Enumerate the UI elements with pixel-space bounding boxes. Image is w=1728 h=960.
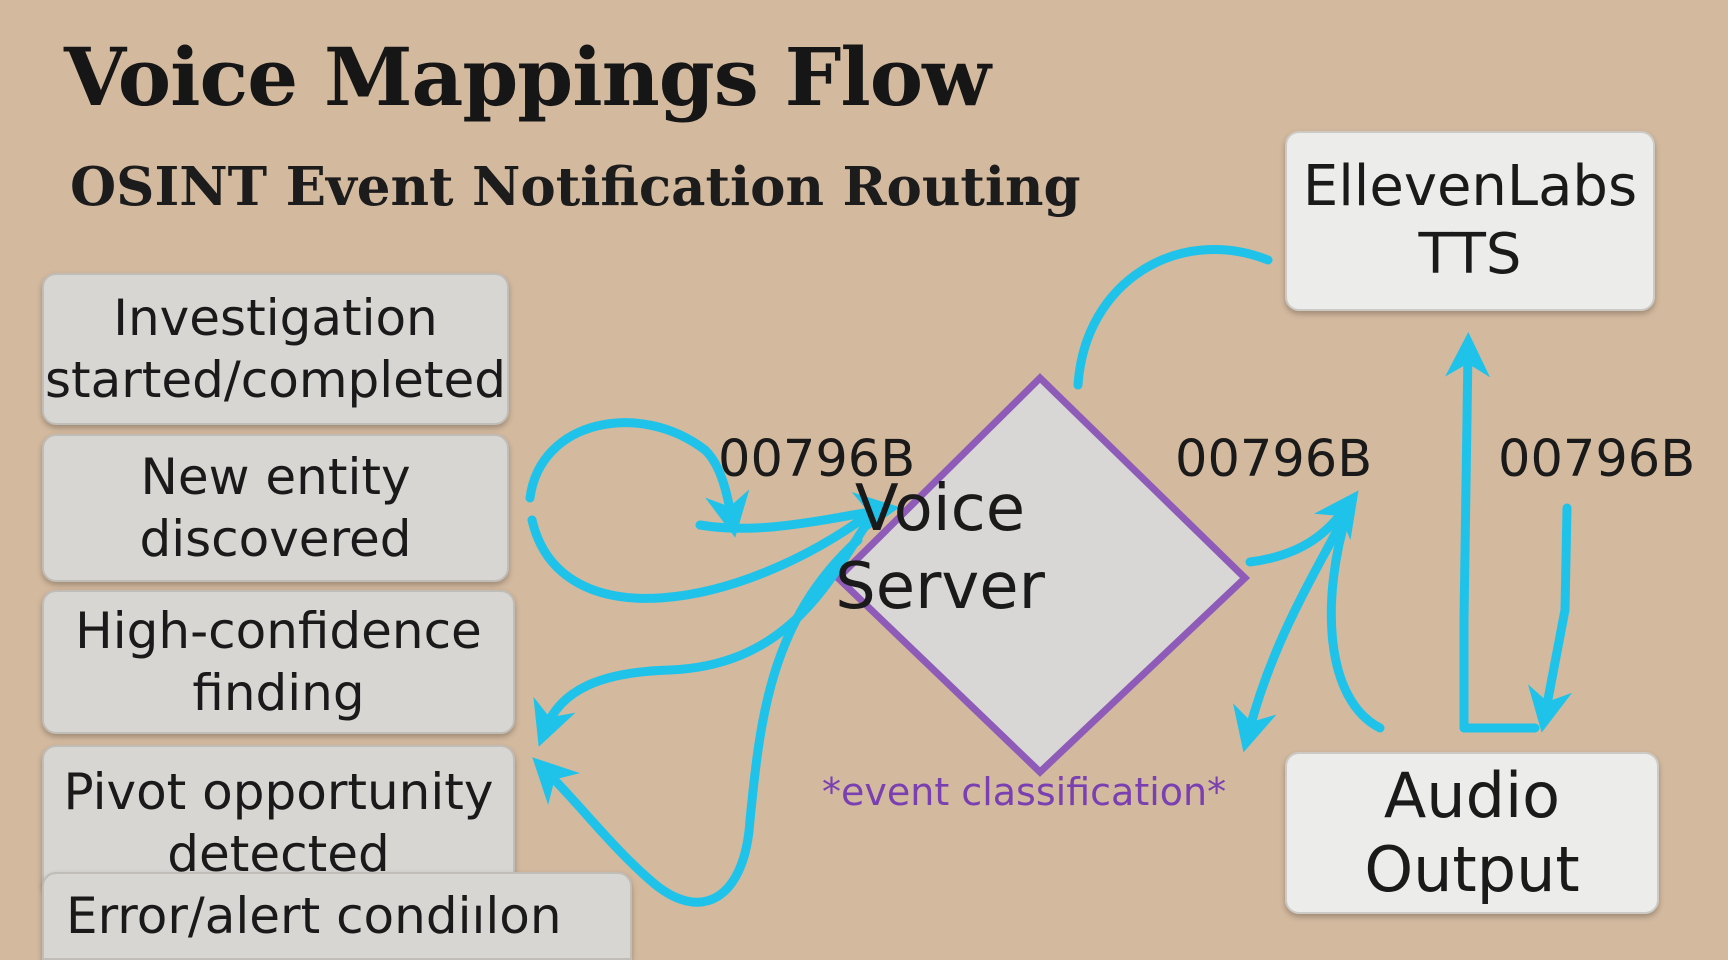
event-box-error: Error/alert condiılon [42, 872, 632, 960]
event-to-server-arrow-2 [695, 492, 900, 537]
event-loop-arrow [525, 418, 750, 538]
page-subtitle: OSINT Event Notification Routing [70, 156, 1081, 218]
audio-label-line2: Output [1364, 833, 1580, 906]
server-to-tts-arrow [1073, 245, 1273, 390]
event-label-line2: started/completed [44, 351, 507, 409]
audio-to-tts-arrow [1445, 332, 1491, 733]
event-classification-annotation: *event classification* [822, 770, 1227, 814]
edge-label-left: 00796B [718, 430, 916, 489]
edge-label-middle: 00796B [1175, 430, 1373, 489]
audio-return-arrow [1232, 520, 1345, 753]
voice-server-line2: Server [835, 550, 1045, 624]
server-to-events-arrow-2 [532, 535, 863, 907]
event-to-server-arrow [527, 507, 877, 603]
event-label-line1: Investigation [113, 289, 438, 347]
event-label-line1: High-confidence [75, 602, 482, 660]
tts-label-line1: EllevenLabs [1302, 154, 1638, 219]
event-label-line1: New entity [140, 448, 411, 506]
event-label-line2: discovered [139, 510, 412, 568]
server-to-events-arrow-1 [533, 510, 877, 747]
voice-server-line1: Voice [854, 472, 1026, 546]
event-label-line1: Error/alert condiılon [66, 887, 562, 945]
tts-label-line2: TTS [1418, 222, 1522, 287]
tts-to-audio-arrow [1527, 503, 1573, 733]
event-label-line2: finding [192, 664, 365, 722]
audio-label-line1: Audio [1383, 759, 1561, 832]
server-to-audio-arrow [1245, 490, 1359, 567]
event-label-line1: Pivot opportunity [63, 763, 494, 821]
page-title: Voice Mappings Flow [64, 30, 991, 124]
voice-server-label: Voice Server [790, 470, 1090, 626]
audio-to-server-arrow [1326, 505, 1385, 733]
edge-label-right: 00796B [1498, 430, 1696, 489]
voice-server-diamond [832, 373, 1251, 777]
